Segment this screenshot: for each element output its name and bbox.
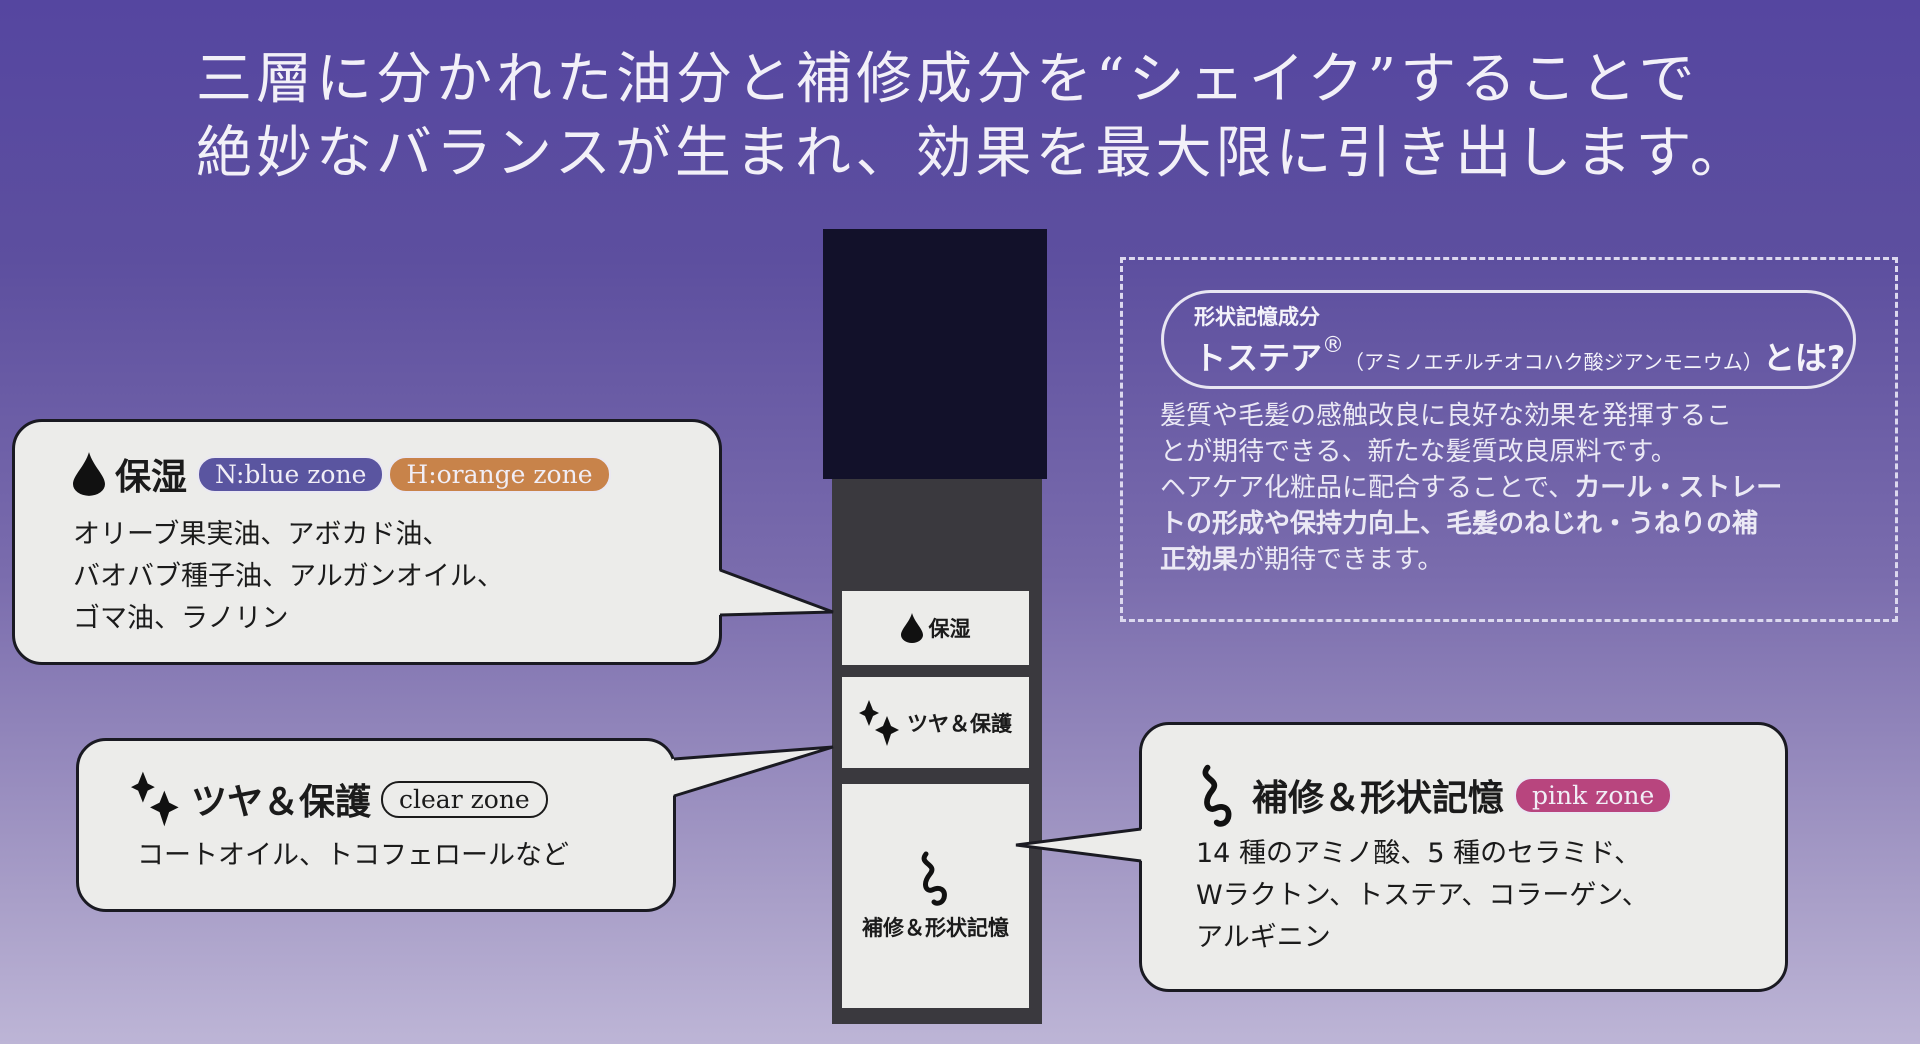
- ingredient-line: Wラクトン、トステア、コラーゲン、: [1196, 880, 1649, 911]
- drop-icon: [73, 452, 105, 496]
- desc-line: が期待できます。: [1238, 545, 1444, 575]
- ingredient-line: コートオイル、トコフェロールなど: [137, 840, 569, 871]
- callout-gloss: ツヤ＆保護 clear zone コートオイル、トコフェロールなど: [76, 738, 676, 912]
- tail-gloss-outline: [673, 745, 834, 798]
- ingredient-line: バオバブ種子油、アルガンオイル、: [73, 561, 504, 592]
- desc-line: ヘアケア化粧品に配合することで、: [1160, 473, 1575, 503]
- bottle-layer-label: ツヤ＆保護: [907, 711, 1012, 736]
- tag-pink-zone: pink zone: [1514, 776, 1673, 814]
- bottle-layer-repair: 補修＆形状記憶: [842, 784, 1029, 1008]
- callout-moisture: 保湿 N:blue zone H:orange zone オリーブ果実油、アボカ…: [12, 419, 722, 665]
- headline-line1: 三層に分かれた油分と補修成分を“シェイク”することで: [196, 47, 1699, 112]
- bottle-layer-moisture: 保湿: [842, 591, 1029, 665]
- tag-blue-zone: N:blue zone: [197, 455, 385, 493]
- desc-bold: トの形成や保持力向上、毛髪のねじれ・うねりの補: [1160, 509, 1759, 539]
- bottle-layer-label: 補修＆形状記憶: [862, 916, 1009, 940]
- info-box: [1120, 257, 1898, 622]
- tag-orange-zone: H:orange zone: [388, 455, 611, 493]
- curl-icon: [1202, 764, 1232, 827]
- tail-repair: [1016, 829, 1143, 861]
- info-question: とは?: [1762, 339, 1846, 377]
- callout-title: 保湿: [115, 457, 188, 498]
- curl-icon: [921, 851, 947, 906]
- info-chemical: （アミノエチルチオコハク酸ジアンモニウム）: [1344, 350, 1763, 374]
- ingredient-line: アルギニン: [1196, 922, 1331, 953]
- sparkle-icon: [131, 771, 179, 827]
- bottle-layer-gloss: ツヤ＆保護: [842, 677, 1029, 768]
- info-reg-mark: ®: [1322, 333, 1345, 358]
- desc-bold: 正効果: [1160, 545, 1239, 575]
- tail-moisture-outline: [719, 568, 834, 617]
- desc-line: とが期待できる、新たな髪質改良原料です。: [1160, 437, 1677, 467]
- headline-line2: 絶妙なバランスが生まれ、効果を最大限に引き出します。: [196, 121, 1750, 186]
- info-title-pill: 形状記憶成分 トステア®（アミノエチルチオコハク酸ジアンモニウム）とは?: [1161, 290, 1856, 389]
- info-description: 髪質や毛髪の感触改良に良好な効果を発揮するこ とが期待できる、新たな髪質改良原料…: [1160, 398, 1860, 578]
- callout-repair: 補修＆形状記憶 pink zone 14 種のアミノ酸、5 種のセラミド、 Wラ…: [1139, 722, 1788, 992]
- ingredient-line: ゴマ油、ラノリン: [73, 603, 289, 634]
- ingredient-line: オリーブ果実油、アボカド油、: [73, 519, 450, 550]
- desc-bold: カール・ストレー: [1574, 473, 1783, 503]
- sparkle-icon: [859, 699, 899, 746]
- bottle-layer-label: 保湿: [928, 617, 971, 641]
- info-subtitle: 形状記憶成分: [1194, 305, 1320, 329]
- info-name: トステア: [1194, 339, 1323, 377]
- bottle-cap: [823, 229, 1047, 479]
- ingredient-line: 14 種のアミノ酸、5 種のセラミド、: [1196, 838, 1642, 869]
- tag-clear-zone: clear zone: [381, 780, 548, 818]
- desc-line: 髪質や毛髪の感触改良に良好な効果を発揮するこ: [1160, 401, 1733, 431]
- drop-icon: [900, 613, 923, 643]
- tail-repair-outline: [1015, 827, 1142, 863]
- callout-title: 補修＆形状記憶: [1252, 778, 1505, 819]
- callout-title: ツヤ＆保護: [191, 782, 372, 823]
